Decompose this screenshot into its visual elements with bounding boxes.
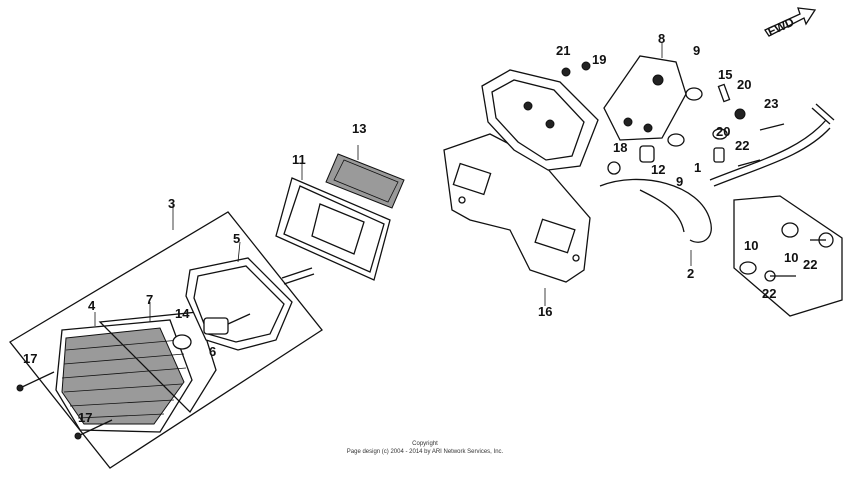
part-label-15: 15 xyxy=(718,67,732,82)
lens-gasket xyxy=(98,311,217,414)
part-label-14: 14 xyxy=(175,306,190,321)
copyright-line-2: Page design (c) 2004 - 2014 by ARI Netwo… xyxy=(346,449,504,455)
wire-harness xyxy=(599,103,835,243)
part-label-22c: 22 xyxy=(762,286,776,301)
part-label-23: 23 xyxy=(764,96,778,111)
part-label-3: 3 xyxy=(168,196,175,211)
part-label-18: 18 xyxy=(613,140,627,155)
bulb-socket xyxy=(203,313,251,335)
part-label-13: 13 xyxy=(352,121,366,136)
part-label-22b: 22 xyxy=(803,257,817,272)
part-label-20a: 20 xyxy=(737,77,751,92)
part-label-16: 16 xyxy=(538,304,552,319)
copyright-notice: Copyright Page design (c) 2004 - 2014 by… xyxy=(0,440,850,456)
taillight-lens xyxy=(55,319,193,433)
part-label-22a: 22 xyxy=(735,138,749,153)
part-label-20b: 20 xyxy=(716,124,730,139)
part-label-8: 8 xyxy=(658,31,665,46)
part-label-6: 6 xyxy=(209,344,216,359)
part-label-12: 12 xyxy=(651,162,665,177)
screw-upper xyxy=(19,371,55,389)
part-label-17a: 17 xyxy=(23,351,37,366)
part-label-17b: 17 xyxy=(78,410,92,425)
copyright-line-1: Copyright xyxy=(412,441,438,447)
part-label-11: 11 xyxy=(292,152,306,167)
part-label-7: 7 xyxy=(146,292,153,307)
part-label-9b: 9 xyxy=(676,174,683,189)
part-label-10a: 10 xyxy=(744,238,758,253)
part-label-5: 5 xyxy=(233,231,240,246)
leader-lines xyxy=(94,162,692,326)
part-label-19: 19 xyxy=(592,52,606,67)
part-label-1: 1 xyxy=(694,160,701,175)
license-light-lens xyxy=(275,177,391,281)
fender-bracket xyxy=(603,42,687,141)
part-label-2: 2 xyxy=(687,266,694,281)
part-label-10b: 10 xyxy=(784,250,798,265)
part-label-9a: 9 xyxy=(693,43,700,58)
upper-housing xyxy=(481,69,599,171)
fwd-label: FWD xyxy=(766,15,797,39)
reflector xyxy=(325,145,405,209)
hardware xyxy=(561,61,785,175)
taillight-assembly xyxy=(9,203,323,469)
part-label-4: 4 xyxy=(88,298,96,313)
screw-lower xyxy=(77,419,113,437)
taillight-base xyxy=(185,257,315,351)
bulb xyxy=(172,334,192,350)
hardware-inset xyxy=(733,195,843,317)
part-label-21: 21 xyxy=(556,43,570,58)
forward-arrow-icon: FWD xyxy=(764,7,817,39)
